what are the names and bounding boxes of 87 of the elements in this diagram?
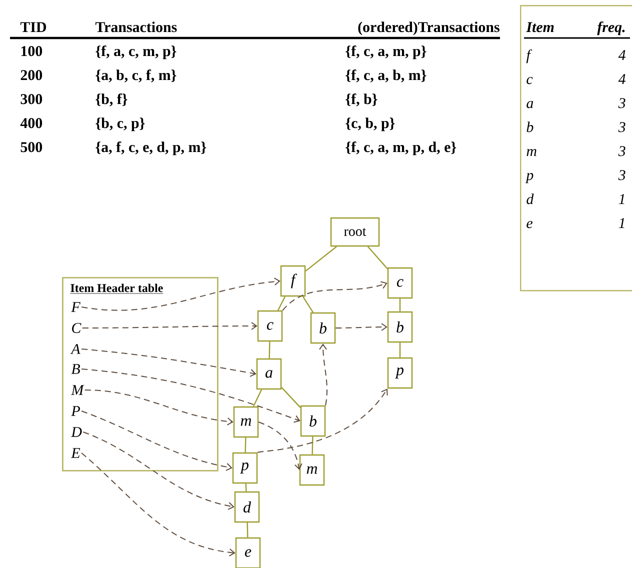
table-cell: 400	[20, 118, 42, 128]
column-header: (ordered)Transactions	[358, 22, 500, 36]
dashed-arrow	[81, 410, 232, 471]
tree-node: p	[232, 452, 258, 484]
tree-node: m	[299, 454, 325, 486]
column-header: freq.	[597, 21, 625, 36]
table-cell: 3	[618, 170, 626, 180]
table-cell: 3	[618, 122, 626, 132]
table-cell: {f, b}	[346, 93, 378, 106]
table-cell: {a, f, c, e, d, p, m}	[96, 141, 206, 156]
table-cell: 4	[618, 74, 626, 84]
table-cell: 3	[618, 98, 626, 108]
tree-node: a	[256, 358, 282, 390]
tree-link	[244, 438, 246, 452]
tree-node: b	[387, 311, 413, 343]
tree-link	[252, 389, 262, 407]
dashed-arrow	[84, 390, 234, 426]
dashed-arrow	[282, 281, 388, 311]
tree-link	[367, 246, 388, 270]
dashed-arrow	[257, 388, 388, 453]
column-header: Item	[526, 22, 554, 32]
tree-link	[245, 484, 247, 492]
table-title: Item Header table	[70, 284, 164, 294]
table-cell: 3	[618, 146, 626, 156]
dashed-arrow	[81, 452, 236, 556]
tree-node: e	[235, 537, 261, 568]
table-cell: {f, c, a, m, p, d, e}	[346, 141, 456, 156]
table-cell: {f, c, a, b, m}	[346, 69, 426, 82]
dashed-arrow	[82, 432, 234, 510]
table-cell: {c, b, p}	[346, 118, 395, 132]
table-cell: 500	[20, 142, 42, 152]
table-cell: b	[526, 122, 534, 132]
tree-node: b	[300, 405, 326, 437]
table-cell: {a, b, c, f, m}	[96, 69, 176, 82]
tree-link	[302, 296, 314, 313]
tree-node: root	[330, 217, 380, 247]
frequency-table	[520, 5, 632, 292]
tree-link	[268, 342, 270, 358]
column-header: Transactions	[95, 22, 177, 32]
item-label: P	[71, 406, 80, 416]
dashed-arrow	[82, 322, 258, 330]
table-cell: e	[526, 220, 532, 228]
table-cell: 300	[20, 94, 42, 104]
item-label: C	[72, 322, 82, 333]
item-label: E	[71, 448, 80, 458]
table-cell: 1	[618, 218, 624, 228]
table-cell: 1	[618, 194, 624, 204]
item-label: D	[71, 427, 82, 437]
table-cell: c	[526, 76, 533, 84]
tree-node: d	[234, 491, 260, 523]
dashed-arrow	[81, 368, 300, 423]
tree-node: c	[257, 310, 283, 342]
dashed-arrow	[81, 278, 280, 311]
dashed-arrow	[319, 344, 328, 406]
table-cell: {b, f}	[96, 93, 128, 106]
table-cell: m	[526, 148, 536, 156]
tree-link	[281, 387, 301, 408]
dashed-arrow	[258, 422, 302, 470]
tree-link	[399, 342, 401, 358]
table-cell: 200	[20, 70, 42, 80]
table-cell: f	[526, 49, 532, 64]
table-cell: 100	[21, 46, 42, 56]
table-cell: {f, a, c, m, p}	[96, 45, 176, 60]
tree-link	[277, 296, 286, 311]
column-header: TID	[20, 22, 46, 32]
table-cell: {f, c, a, m, p}	[346, 45, 426, 60]
item-label: A	[70, 344, 80, 354]
tree-link	[312, 436, 314, 454]
tree-node: m	[233, 406, 259, 438]
table-cell: {b, c, p}	[96, 118, 145, 132]
tree-node: p	[387, 357, 413, 389]
dashed-arrow	[81, 348, 256, 377]
tree-link	[246, 522, 248, 538]
tree-link	[399, 298, 401, 312]
tree-node: b	[310, 312, 336, 344]
table-cell: d	[526, 194, 534, 204]
item-label: F	[71, 302, 80, 312]
table-cell: p	[525, 172, 534, 184]
tree-link	[305, 246, 337, 272]
item-label: M	[71, 385, 84, 395]
dashed-arrow	[335, 323, 388, 331]
tree-node: f	[280, 265, 306, 297]
table-cell: 4	[618, 50, 626, 60]
tree-node: c	[387, 267, 413, 299]
table-cell: a	[526, 100, 534, 108]
header-table	[62, 277, 218, 472]
item-label: B	[71, 364, 80, 374]
